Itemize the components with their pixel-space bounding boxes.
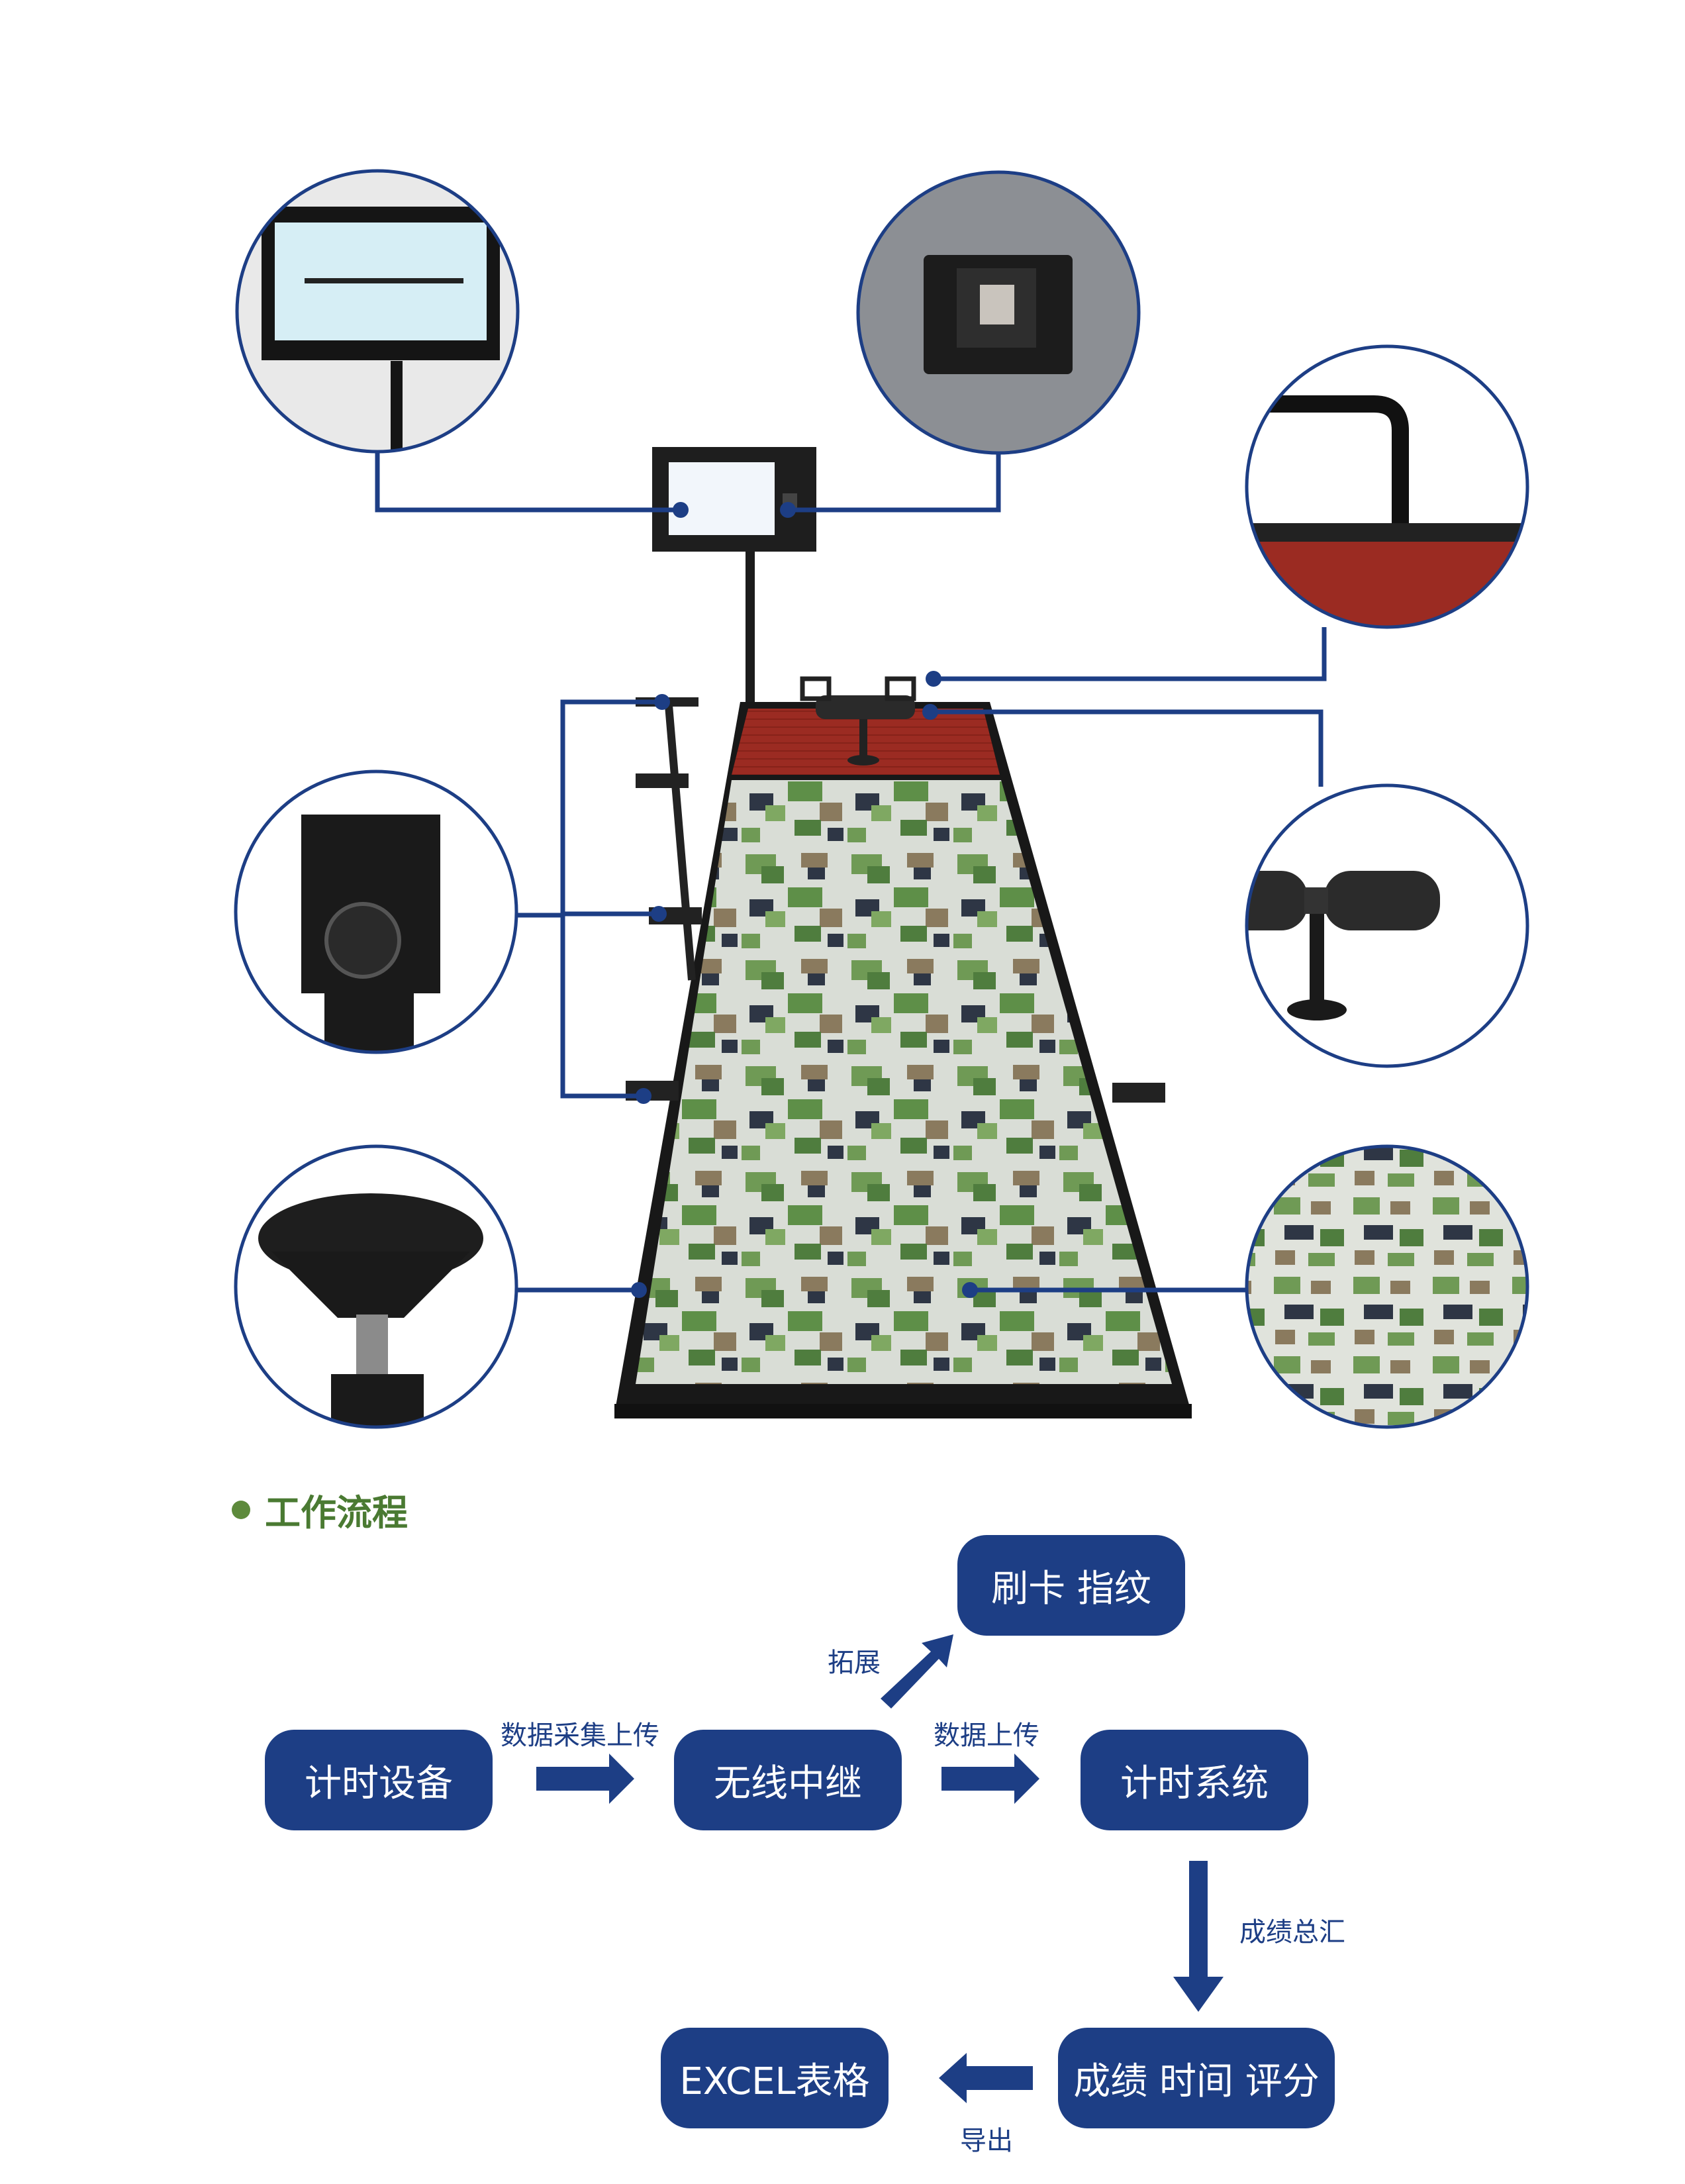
bullet-dot-icon — [232, 1500, 250, 1519]
display-terminal — [652, 447, 816, 709]
flow-box-label: 成绩 时间 评分 — [1073, 2060, 1320, 2103]
section-title-text: 工作流程 — [265, 1492, 408, 1534]
detail-circle-camo — [1245, 1144, 1529, 1429]
flow-box-timing-device: 计时设备 — [265, 1730, 493, 1830]
label-data-collect-upload: 数据采集上传 — [501, 1720, 659, 1751]
section-title: 工作流程 — [232, 1483, 408, 1536]
detail-circle-footrest — [1245, 783, 1529, 1068]
flow-box-excel-sheet: EXCEL表格 — [661, 2028, 889, 2128]
callout-lines — [375, 452, 1327, 1293]
flow-box-label: 计时系统 — [1120, 1762, 1269, 1805]
arrow-left-icon — [939, 2053, 1033, 2103]
arrow-down-icon — [1173, 1861, 1224, 2012]
arrow-up-right-icon — [881, 1634, 953, 1709]
product-illustration — [234, 169, 1529, 1429]
arrow-right-icon — [941, 1754, 1039, 1804]
detail-circle-clamp — [234, 769, 518, 1054]
label-data-upload: 数据上传 — [934, 1720, 1039, 1751]
foot-rest — [800, 676, 916, 766]
flow-box-label: 刷卡 指纹 — [991, 1567, 1151, 1611]
flow-box-label: 无线中继 — [714, 1762, 862, 1805]
flow-box-label: EXCEL表格 — [679, 2060, 870, 2103]
situp-board — [614, 702, 1192, 1418]
detail-circle-handle — [1245, 344, 1529, 629]
detail-circle-leg — [234, 1144, 518, 1429]
flow-box-score-time-rating: 成绩 时间 评分 — [1058, 2028, 1335, 2128]
label-score-summary: 成绩总汇 — [1239, 1917, 1345, 1948]
detail-circle-screen — [235, 169, 520, 454]
detail-circle-fingerprint — [856, 170, 1141, 455]
callout-dots — [631, 502, 978, 1298]
label-export: 导出 — [960, 2126, 1013, 2156]
flow-box-label: 计时设备 — [305, 1762, 453, 1805]
label-expand: 拓展 — [828, 1648, 881, 1678]
flow-box-timing-system: 计时系统 — [1081, 1730, 1308, 1830]
flow-box-wireless-relay: 无线中继 — [674, 1730, 902, 1830]
flow-box-card-fingerprint: 刷卡 指纹 — [957, 1535, 1185, 1636]
arrow-right-icon — [536, 1754, 634, 1804]
